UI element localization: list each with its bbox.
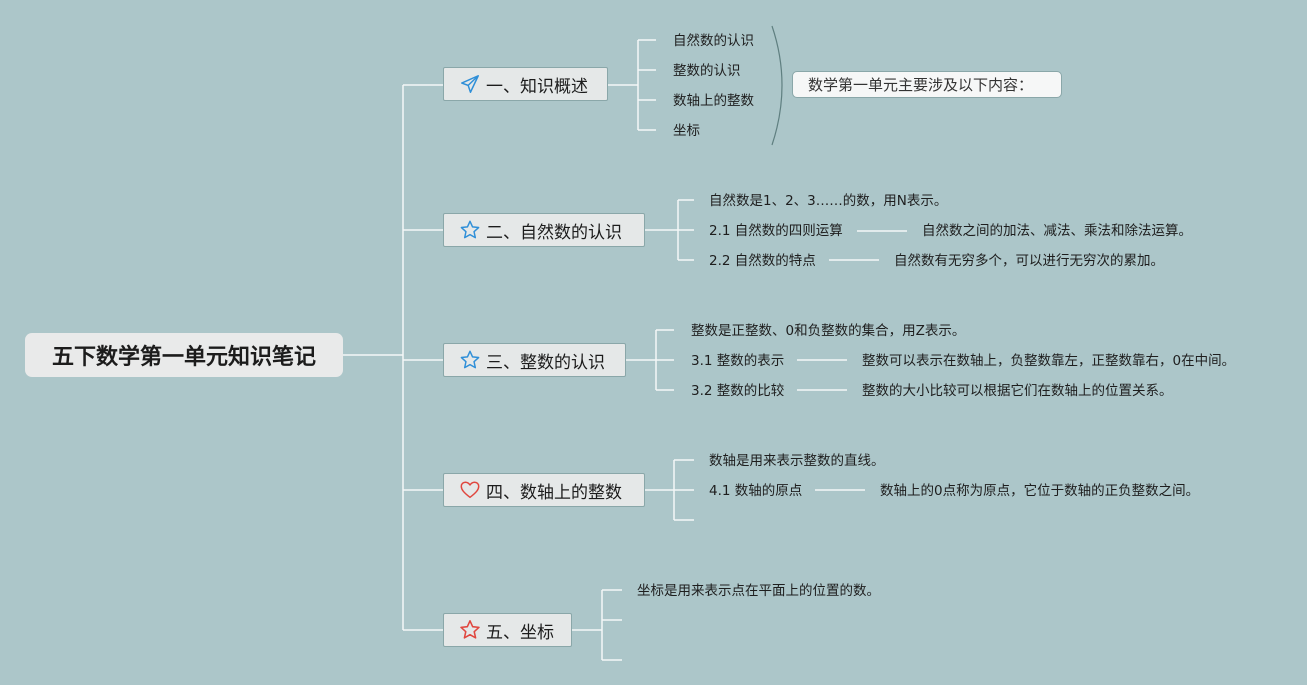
branch-label: 五、坐标 [486,622,554,643]
summary-bracket [771,25,783,146]
branch-coordinates[interactable]: 五、坐标 [443,613,572,647]
b1-leaf-2[interactable]: 整数的认识 [673,63,741,79]
star-outline-icon [459,349,481,371]
b3-leaf-2-detail[interactable]: 整数可以表示在数轴上，负整数靠左，正整数靠右，0在中间。 [862,353,1236,369]
b2-leaf-3-detail[interactable]: 自然数有无穷多个，可以进行无穷次的累加。 [894,253,1164,269]
b4-leaf-2[interactable]: 4.1 数轴的原点 [709,483,803,499]
summary-text: 数学第一单元主要涉及以下内容： [808,76,1034,94]
b2-leaf-3[interactable]: 2.2 自然数的特点 [709,253,816,269]
branch-natural-numbers[interactable]: 二、自然数的认识 [443,213,645,247]
b1-leaf-1[interactable]: 自然数的认识 [673,33,754,49]
b3-leaf-connector [626,329,674,391]
branch-knowledge-overview[interactable]: 一、知识概述 [443,67,608,101]
paper-plane-icon [459,73,481,95]
b4-leaf-2-detail[interactable]: 数轴上的0点称为原点，它位于数轴的正负整数之间。 [880,483,1200,499]
b3-leaf-3[interactable]: 3.2 整数的比较 [691,383,785,399]
b5-leaf-1[interactable]: 坐标是用来表示点在平面上的位置的数。 [637,583,880,599]
b3-detail-connector [797,359,847,391]
branch-label: 一、知识概述 [486,76,588,97]
b1-leaf-connector [608,39,656,131]
b2-leaf-2[interactable]: 2.1 自然数的四则运算 [709,223,843,239]
branch-label: 三、整数的认识 [486,352,605,373]
heart-outline-icon [459,479,481,501]
b2-detail-connector [829,230,907,261]
summary-callout[interactable]: 数学第一单元主要涉及以下内容： [792,71,1062,98]
branch-label: 二、自然数的认识 [486,222,622,243]
b2-leaf-2-detail[interactable]: 自然数之间的加法、减法、乘法和除法运算。 [922,223,1192,239]
b5-leaf-connector [572,589,622,661]
b2-leaf-connector [645,199,694,261]
b1-leaf-4[interactable]: 坐标 [673,123,700,139]
b3-leaf-2[interactable]: 3.1 整数的表示 [691,353,785,369]
star-outline-icon [459,219,481,241]
b4-leaf-connector [645,459,694,521]
b4-leaf-1[interactable]: 数轴是用来表示整数的直线。 [709,453,885,469]
b2-leaf-1[interactable]: 自然数是1、2、3……的数，用N表示。 [709,193,948,209]
root-topic[interactable]: 五下数学第一单元知识笔记 [25,333,343,377]
b3-leaf-3-detail[interactable]: 整数的大小比较可以根据它们在数轴上的位置关系。 [862,383,1173,399]
b3-leaf-1[interactable]: 整数是正整数、0和负整数的集合，用Z表示。 [691,323,966,339]
branch-integers[interactable]: 三、整数的认识 [443,343,626,377]
branch-label: 四、数轴上的整数 [486,482,622,503]
star-outline-red-icon [459,619,481,641]
b1-leaf-3[interactable]: 数轴上的整数 [673,93,754,109]
root-title: 五下数学第一单元知识笔记 [51,345,316,370]
branch-number-line[interactable]: 四、数轴上的整数 [443,473,645,507]
